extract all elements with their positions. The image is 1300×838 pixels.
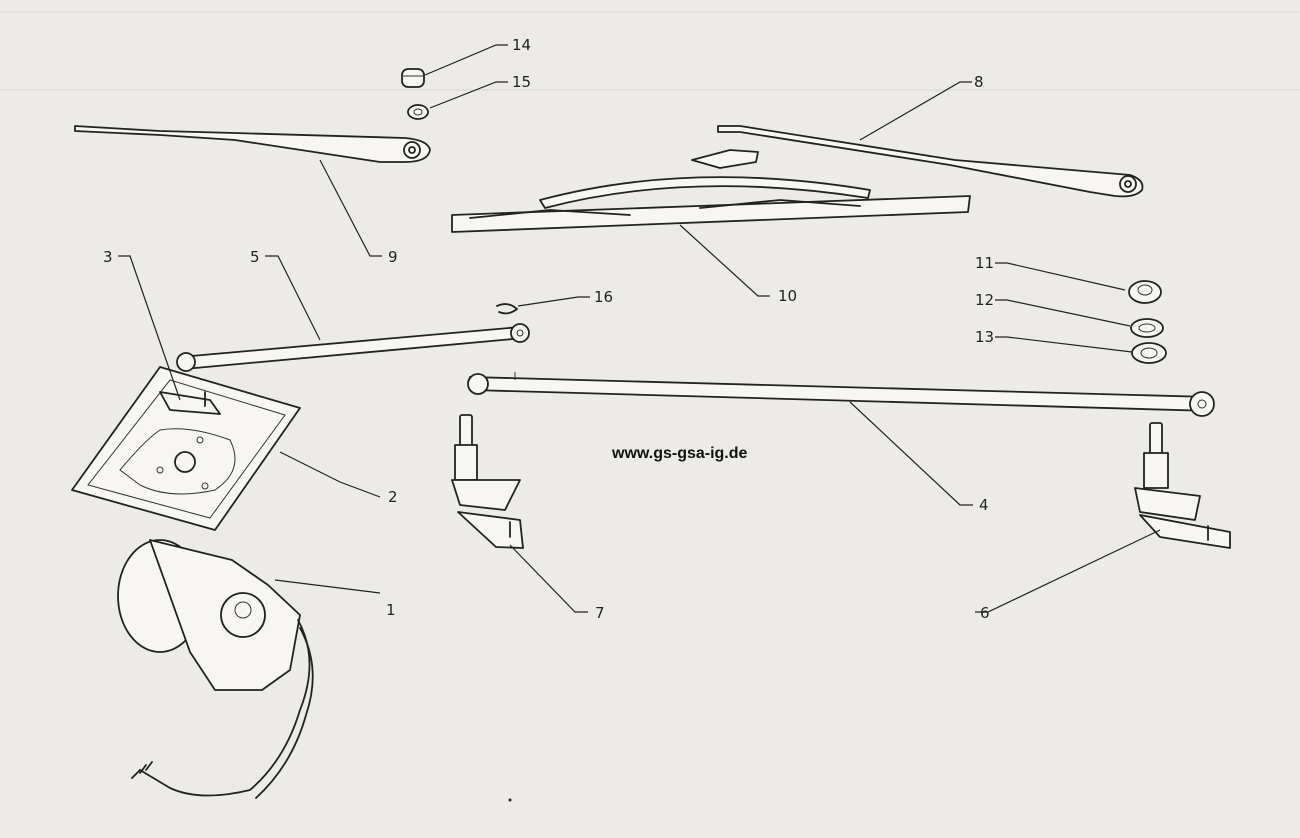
callout-8: 8 — [974, 73, 984, 91]
retaining-clip — [496, 303, 518, 315]
callout-14: 14 — [512, 36, 531, 54]
callout-3: 3 — [103, 248, 113, 266]
leader-line-15 — [429, 81, 508, 109]
mounting-plate — [71, 366, 301, 531]
washer-small — [407, 104, 429, 120]
leader-line-11 — [995, 262, 1126, 291]
linkage-rod-short — [176, 323, 530, 372]
watermark-url: www.gs-gsa-ig.de — [612, 445, 748, 462]
callout-5: 5 — [250, 248, 260, 266]
leader-line-6 — [975, 529, 1161, 613]
wiper-arm-right — [717, 125, 1144, 198]
callout-9: 9 — [388, 248, 398, 266]
leader-line-14 — [424, 44, 508, 76]
leader-line-5 — [265, 255, 321, 341]
leader-line-7 — [509, 544, 588, 613]
callout-11: 11 — [975, 254, 994, 272]
callout-7: 7 — [595, 604, 605, 622]
callout-16: 16 — [594, 288, 613, 306]
leader-line-1 — [274, 579, 381, 594]
callout-13: 13 — [975, 328, 994, 346]
crank-lever — [159, 391, 221, 415]
callout-2: 2 — [388, 488, 398, 506]
linkage-rod-long — [467, 372, 1215, 417]
washer-flat — [1130, 318, 1164, 338]
leader-lines — [118, 44, 1161, 613]
leader-line-9 — [319, 159, 382, 257]
leader-line-8 — [859, 81, 972, 141]
hex-nut — [1128, 280, 1162, 304]
callout-4: 4 — [979, 496, 989, 514]
cap-nut — [401, 68, 425, 88]
leader-line-10 — [679, 224, 770, 297]
leader-line-4 — [849, 401, 973, 506]
wiper-blade — [451, 149, 971, 233]
wiper-spindle-right — [1134, 422, 1231, 549]
callout-labels: 1 2 3 4 5 6 7 8 9 10 11 12 13 14 15 16 — [103, 36, 994, 622]
leader-line-13 — [995, 336, 1133, 353]
wiper-spindle-left — [451, 414, 524, 549]
wiper-arm-left — [74, 125, 431, 163]
leader-line-12 — [995, 299, 1131, 327]
callout-15: 15 — [512, 73, 531, 91]
leader-line-3 — [118, 255, 181, 401]
leader-line-16 — [517, 296, 590, 307]
callout-1: 1 — [386, 601, 396, 619]
callout-12: 12 — [975, 291, 994, 309]
washer-spring — [1131, 342, 1167, 364]
wiper-motor — [117, 539, 314, 799]
callout-6: 6 — [980, 604, 990, 622]
scan-speck — [508, 798, 512, 802]
callout-10: 10 — [778, 287, 797, 305]
leader-line-2 — [279, 451, 381, 498]
